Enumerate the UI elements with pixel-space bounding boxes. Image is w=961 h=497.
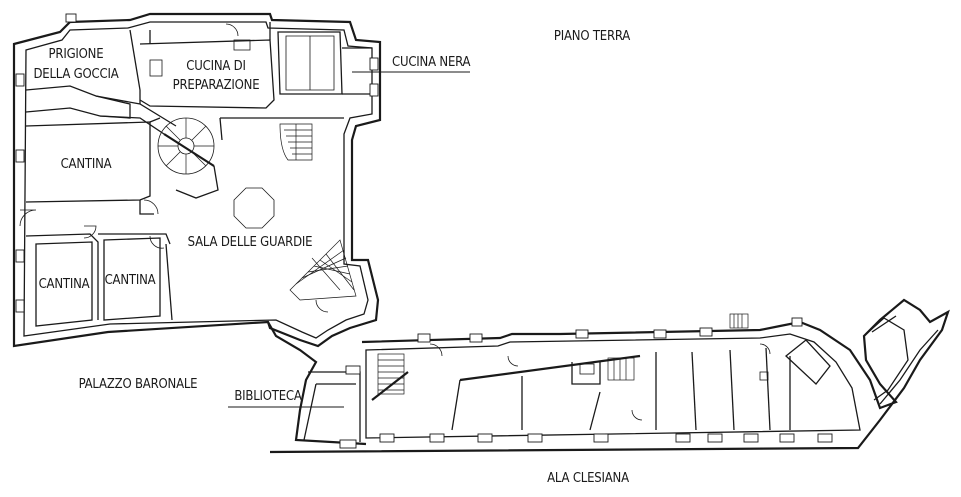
- label-cantina-right: CANTINA: [105, 273, 156, 288]
- label-cucina-prep-line1: CUCINA DI: [186, 59, 245, 74]
- ala-stair-right: [729, 313, 749, 329]
- palazzo-baronale-walls: [12, 12, 382, 348]
- label-cucina-nera: CUCINA NERA: [392, 55, 471, 70]
- label-prigione-line1: PRIGIONE: [49, 47, 104, 62]
- octagon-pillar: [233, 187, 275, 229]
- label-cantina-main: CANTINA: [61, 157, 112, 172]
- label-sala-guardie: SALA DELLE GUARDIE: [188, 235, 313, 250]
- ala-stair-left: [377, 353, 405, 395]
- label-prigione-line2: DELLA GOCCIA: [33, 67, 118, 82]
- ala-stair-center: [607, 357, 635, 381]
- ala-clesiana-walls: [269, 298, 950, 454]
- label-cantina-left: CANTINA: [39, 277, 90, 292]
- biblioteca-walls: [267, 321, 367, 449]
- floor-title: PIANO TERRA: [554, 29, 630, 44]
- main-stair: [289, 239, 357, 301]
- label-ala-clesiana: ALA CLESIANA: [547, 471, 629, 486]
- label-cucina-prep-line2: PREPARAZIONE: [173, 78, 260, 93]
- curved-stair: [279, 123, 313, 161]
- label-palazzo-baronale: PALAZZO BARONALE: [79, 377, 198, 392]
- room-labels: PIANO TERRA PRIGIONE DELLA GOCCIA CUCINA…: [33, 29, 630, 486]
- label-biblioteca: BIBLIOTECA: [234, 389, 302, 404]
